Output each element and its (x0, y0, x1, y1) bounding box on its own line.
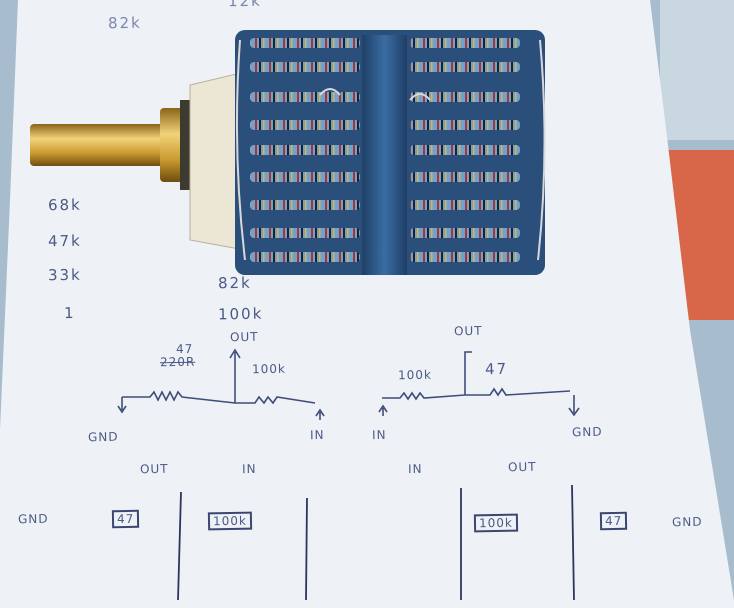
left-r1-struck-label: 220R (159, 354, 196, 370)
note-33k: 33k (47, 265, 82, 285)
wiring-in-left: IN (241, 461, 257, 477)
resistor-box-47-left: 47 (111, 509, 140, 529)
resistor-box-100k-left: 100k (207, 511, 253, 531)
wiring-out-left: OUT (139, 461, 169, 477)
note-top-12k: 12k (227, 0, 262, 11)
attenuator-deck (235, 30, 546, 275)
wiring-gnd-right: GND (671, 514, 703, 530)
wiring-gnd-left: GND (17, 511, 49, 527)
left-gnd-label: GND (87, 429, 119, 445)
right-out-label: OUT (453, 323, 483, 339)
note-100k: 100k (217, 304, 264, 324)
attenuator-shaft (30, 100, 192, 190)
left-in-label: IN (309, 427, 325, 443)
left-r2-label: 100k (251, 361, 286, 377)
note-top-82k: 82k (107, 13, 142, 33)
resistor-box-47-right: 47 (599, 511, 628, 531)
note-47k: 47k (47, 231, 82, 251)
wiring-out-right: OUT (507, 459, 537, 475)
right-r1-label: 100k (397, 367, 432, 383)
schematic-right (378, 351, 580, 417)
divider-lines (177, 484, 575, 601)
resistor-box-100k-right: 100k (473, 513, 519, 533)
left-out-label: OUT (229, 329, 259, 345)
cloth-pattern (660, 0, 734, 140)
note-1: 1 (63, 303, 76, 323)
note-82k: 82k (217, 273, 252, 293)
right-gnd-label: GND (571, 424, 603, 440)
note-68k: 68k (47, 195, 82, 215)
schematic-left (117, 348, 325, 420)
right-r2-label: 47 (484, 359, 509, 379)
wiring-in-right: IN (407, 461, 423, 477)
right-in-label: IN (371, 427, 387, 443)
